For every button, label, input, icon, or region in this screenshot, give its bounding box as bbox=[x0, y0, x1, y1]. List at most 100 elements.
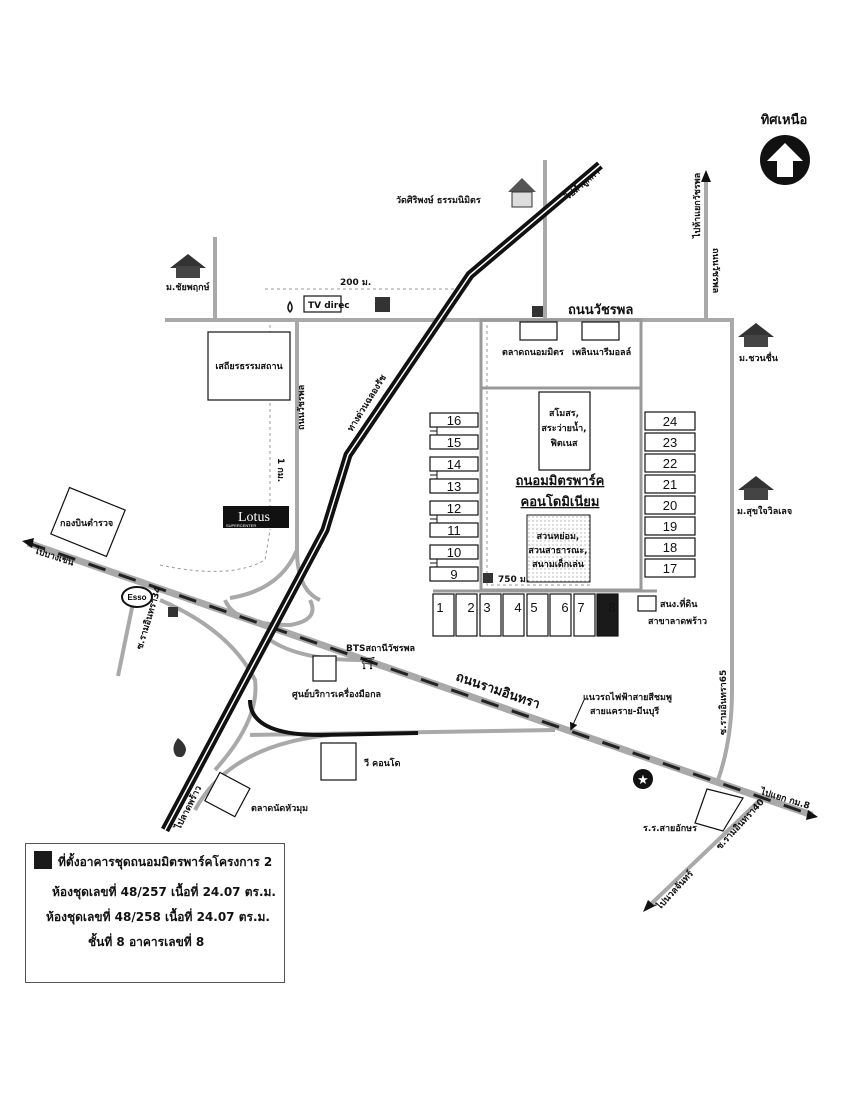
project-name: ถนอมมิตรพาร์ค bbox=[516, 473, 605, 489]
svg-text:5: 5 bbox=[530, 600, 537, 615]
building: 23 bbox=[644, 432, 696, 452]
building: 22 bbox=[644, 453, 696, 473]
lotus-logo: Lotus SUPERCENTER bbox=[223, 506, 289, 528]
garden-label: สวนสาธารณะ, bbox=[528, 546, 587, 556]
svg-text:17: 17 bbox=[663, 561, 677, 576]
seven-eleven-icon bbox=[532, 306, 543, 317]
svg-text:8: 8 bbox=[608, 600, 615, 615]
svg-text:15: 15 bbox=[447, 435, 461, 450]
ptt-icon bbox=[287, 300, 293, 314]
svg-text:14: 14 bbox=[447, 457, 461, 472]
svg-text:10: 10 bbox=[447, 545, 461, 560]
svg-text:12: 12 bbox=[447, 501, 461, 516]
svg-text:Lotus: Lotus bbox=[238, 510, 270, 525]
school-label: ร.ร.สายอักษร bbox=[643, 823, 697, 834]
to-bang-khen-label: ไปบางเขน bbox=[32, 544, 76, 569]
mall-box bbox=[581, 321, 620, 341]
north-label: ทิศเหนือ bbox=[761, 112, 808, 128]
svg-text:21: 21 bbox=[663, 477, 677, 492]
svg-text:20: 20 bbox=[663, 498, 677, 513]
distance-200m: 200 ม. bbox=[340, 278, 371, 288]
garden-label: สนามเด็กเล่น bbox=[532, 557, 585, 570]
building: 11 bbox=[429, 522, 479, 538]
highlight-swatch bbox=[34, 851, 52, 869]
building: 24 bbox=[644, 411, 696, 431]
building: 3 bbox=[479, 593, 502, 637]
svg-text:1: 1 bbox=[436, 600, 443, 615]
svg-text:7: 7 bbox=[577, 600, 584, 615]
distance-1km: 1 กม. bbox=[275, 458, 285, 482]
house-icon bbox=[170, 254, 206, 278]
building: 6 bbox=[549, 593, 572, 637]
pink-line-pointer bbox=[569, 699, 585, 731]
school-box bbox=[694, 788, 744, 832]
seven-eleven-icon bbox=[168, 607, 178, 617]
garden-label: สวนหย่อม, bbox=[537, 531, 580, 542]
market-box bbox=[519, 321, 558, 341]
temple-icon bbox=[508, 178, 536, 208]
market-label: ตลาดถนอมมิตร bbox=[502, 347, 564, 358]
svg-text:19: 19 bbox=[663, 519, 677, 534]
building: 7 bbox=[573, 593, 596, 637]
svg-text:2: 2 bbox=[467, 600, 474, 615]
building: 10 bbox=[429, 544, 479, 560]
building: 2 bbox=[455, 593, 478, 637]
svg-text:3: 3 bbox=[483, 600, 490, 615]
shop-icon bbox=[375, 297, 390, 312]
land-office-label: สาขาลาดพร้าว bbox=[648, 616, 707, 627]
tv-direct-label: TV direc bbox=[308, 301, 350, 311]
chaiyaphruek-label: ม.ชัยพฤกษ์ bbox=[166, 281, 210, 293]
distance-750m: 750 ม. bbox=[498, 575, 529, 585]
house-icon bbox=[738, 476, 774, 500]
bts-station-icon: ⛩ bbox=[360, 656, 375, 670]
hua-mum-box bbox=[204, 771, 251, 818]
svg-text:24: 24 bbox=[663, 414, 677, 429]
hua-mum-label: ตลาดนัดหัวมุม bbox=[251, 803, 308, 814]
machinery-label: ศูนย์บริการเครื่องมือกล bbox=[292, 687, 381, 700]
building: 18 bbox=[644, 537, 696, 557]
svg-text:11: 11 bbox=[447, 523, 461, 538]
machinery-box bbox=[312, 655, 337, 682]
north-arrow-icon bbox=[760, 135, 810, 185]
legend-line: ห้องชุดเลขที่ 48/257 เนื้อที่ 24.07 ตร.ม… bbox=[52, 885, 276, 899]
garden-box bbox=[526, 514, 591, 583]
star-icon: ★ bbox=[633, 769, 653, 789]
building: 15 bbox=[429, 434, 479, 450]
svg-text:13: 13 bbox=[447, 479, 461, 494]
building: 14 bbox=[429, 456, 479, 472]
building: 17 bbox=[644, 558, 696, 578]
tv-direct-box bbox=[303, 295, 342, 313]
svg-text:23: 23 bbox=[663, 435, 677, 450]
project-type: คอนโดมิเนียม bbox=[521, 493, 600, 510]
club-label: สระว่ายน้ำ, bbox=[541, 421, 586, 434]
temple-label: วัดศิริพงษ์ ธรรมนิมิตร bbox=[396, 194, 481, 206]
project-boundary bbox=[433, 318, 657, 593]
sukjai-label: ม.สุขใจวิลเลจ bbox=[737, 505, 792, 517]
svg-text:22: 22 bbox=[663, 456, 677, 471]
to-lam-luk-ka-label: ไปลำลูกกา bbox=[561, 166, 602, 203]
svg-text:SUPERCENTER: SUPERCENTER bbox=[226, 523, 256, 528]
building: 19 bbox=[644, 516, 696, 536]
watcharaphon-road-label-left: ถนนวัชรพล bbox=[296, 385, 307, 430]
legend-title: ที่ตั้งอาคารชุดถนอมมิตรพาร์คโครงการ 2 bbox=[58, 855, 273, 869]
esso-label: Esso bbox=[127, 593, 146, 602]
sathira-label: เสถียรธรรมสถาน bbox=[215, 361, 283, 372]
svg-text:16: 16 bbox=[447, 413, 461, 428]
ramintra-road bbox=[22, 538, 818, 820]
to-nuan-chan-label: ไปนวลจันทร์ bbox=[653, 868, 696, 913]
legend-line: ห้องชุดเลขที่ 48/258 เนื้อที่ 24.07 ตร.ม… bbox=[46, 910, 270, 924]
police-aviation-box bbox=[50, 486, 126, 558]
svg-text:★: ★ bbox=[637, 773, 649, 788]
legend-line: ชั้นที่ 8 อาคารเลขที่ 8 bbox=[88, 935, 205, 949]
sathira-box bbox=[207, 331, 291, 401]
building: 5 bbox=[526, 593, 549, 637]
legend-box: ที่ตั้งอาคารชุดถนอมมิตรพาร์คโครงการ 2 ห้… bbox=[25, 843, 285, 983]
building: 4 bbox=[502, 593, 525, 637]
building: 13 bbox=[429, 478, 479, 494]
v-condo-label: วี คอนโด bbox=[363, 757, 401, 769]
svg-text:18: 18 bbox=[663, 540, 677, 555]
club-label: สโมสร, bbox=[549, 407, 579, 419]
land-office-label: สนง.ที่ดิน bbox=[660, 597, 698, 610]
house-icon bbox=[738, 323, 774, 347]
